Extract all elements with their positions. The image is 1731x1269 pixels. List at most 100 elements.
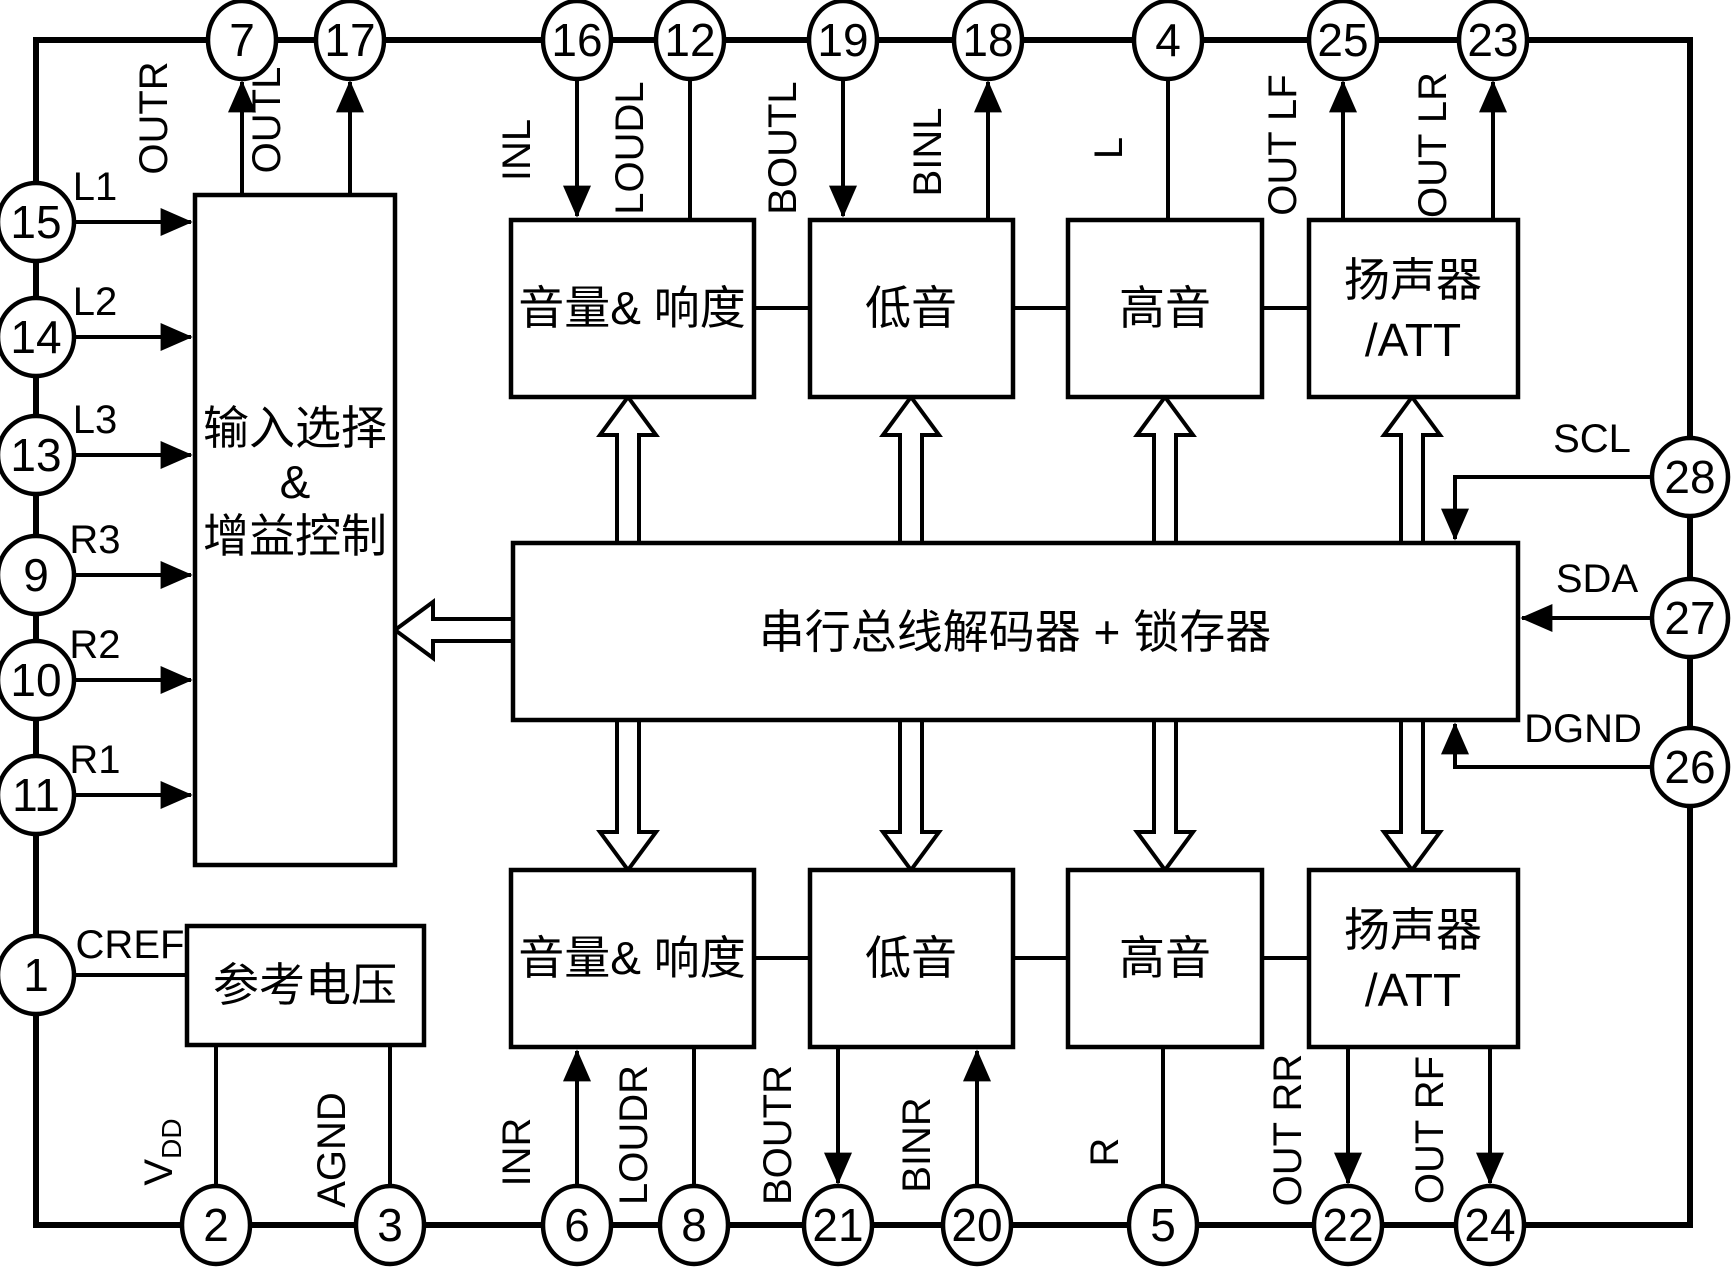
block-treble-right-label: 高音 [1119,932,1211,984]
pin-12: 12 [653,0,727,82]
block-volume-right-label: 音量& 响度 [518,932,745,984]
label-loudr: LOUDR [612,1065,656,1205]
block-bass-left-box [807,217,1016,400]
block-speaker-left-label-2: /ATT [1365,314,1461,366]
pin-21: 21 [801,1183,875,1267]
pin-16: 16 [540,0,614,82]
pin-17: 17 [313,0,387,82]
block-bass-right: 低音 [807,867,1016,1050]
pin-1: 1 [0,933,77,1017]
pin-20: 20 [940,1183,1014,1267]
pin-7: 7 [205,0,279,82]
pin-4-number: 4 [1155,14,1181,66]
pin-24: 24 [1453,1183,1527,1267]
pin-10: 10 [0,638,77,722]
left-wires [74,208,193,977]
block-speaker-right-label-2: /ATT [1365,964,1461,1016]
label-loudl: LOUDL [608,81,652,214]
block-speaker-right-label-1: 扬声器 [1344,904,1482,956]
block-bass-right-box [807,867,1016,1050]
label-scl: SCL [1553,417,1631,461]
label-out-lr: OUT LR [1411,72,1455,218]
pin-2-number: 2 [203,1199,229,1251]
pin-14-number: 14 [10,311,61,363]
pin-26-number: 26 [1664,741,1715,793]
bus-arrow-up-bass-left [879,393,943,545]
block-serial-bus-box [510,540,1521,723]
block-speaker-right: 扬声器 /ATT [1306,867,1521,1050]
block-treble-right-box [1065,867,1265,1050]
pin-6: 6 [540,1183,614,1267]
block-speaker-right-box [1306,867,1521,1050]
wire-dgnd [1441,722,1652,769]
pin-14: 14 [0,295,77,379]
pin-28-number: 28 [1664,451,1715,503]
pin-3: 3 [353,1183,427,1267]
pin-6-number: 6 [564,1199,590,1251]
pin-13: 13 [0,413,77,497]
block-vref: 参考电压 [184,923,427,1048]
label-boutr: BOUTR [756,1065,800,1205]
bottom-wires [214,1045,1504,1186]
label-binr: BINR [895,1097,939,1193]
label-out-rf: OUT RF [1408,1056,1452,1204]
bus-arrow-down-volume-right [596,718,660,874]
block-volume-left-box [508,217,757,400]
pin-25: 25 [1306,0,1380,82]
block-vref-label: 参考电压 [213,959,397,1011]
pin-7-number: 7 [229,14,255,66]
bus-arrow-down-bass-right [879,718,943,874]
control-bus-arrows [391,393,1444,874]
label-binl: BINL [906,108,950,197]
pin-21-number: 21 [812,1199,863,1251]
pin-9: 9 [0,533,77,617]
pin-22-number: 22 [1322,1199,1373,1251]
label-inr: INR [495,1118,539,1187]
pin-19: 19 [806,0,880,82]
pin-12-number: 12 [664,14,715,66]
pin-8-number: 8 [681,1199,707,1251]
label-outl: OUTL [245,67,289,174]
block-volume-left: 音量& 响度 [508,217,757,400]
label-agnd: AGND [310,1092,354,1208]
pin-16-number: 16 [551,14,602,66]
label-inl: INL [495,119,539,181]
bus-arrow-left-input-select [391,598,515,662]
label-l2: L2 [73,280,118,324]
pin-19-number: 19 [817,14,868,66]
block-bass-left: 低音 [807,217,1016,400]
wire-scl [1441,475,1652,541]
block-bass-right-label: 低音 [865,932,957,984]
block-volume-left-label: 音量& 响度 [518,282,745,334]
label-l: L [1087,137,1131,159]
label-dgnd: DGND [1524,707,1642,751]
block-volume-right-box [508,867,757,1050]
label-cref: CREF [76,923,185,967]
pin-2: 2 [179,1183,253,1267]
block-serial-bus: 串行总线解码器 + 锁存器 [510,540,1521,723]
label-sda: SDA [1556,557,1639,601]
bus-arrow-up-treble-left [1133,393,1197,545]
label-r: R [1083,1138,1127,1167]
pin-24-number: 24 [1464,1199,1515,1251]
pin-3-number: 3 [377,1199,403,1251]
bus-arrow-down-treble-right [1133,718,1197,874]
block-speaker-left: 扬声器 /ATT [1306,217,1521,400]
chain-connectors [754,306,1309,960]
bus-arrow-up-speaker-left [1380,393,1444,545]
block-input-select-label-1: 输入选择 [203,402,387,454]
pin-27-number: 27 [1664,592,1715,644]
pin-23-number: 23 [1467,14,1518,66]
pin-13-number: 13 [10,429,61,481]
pin-11: 11 [0,753,77,837]
pin-1-number: 1 [23,949,49,1001]
block-bass-left-label: 低音 [865,282,957,334]
pin-4: 4 [1131,0,1205,82]
label-l1: L1 [73,165,118,209]
block-treble-left: 高音 [1065,217,1265,400]
pin-9-number: 9 [23,549,49,601]
block-input-select-box [192,192,398,868]
